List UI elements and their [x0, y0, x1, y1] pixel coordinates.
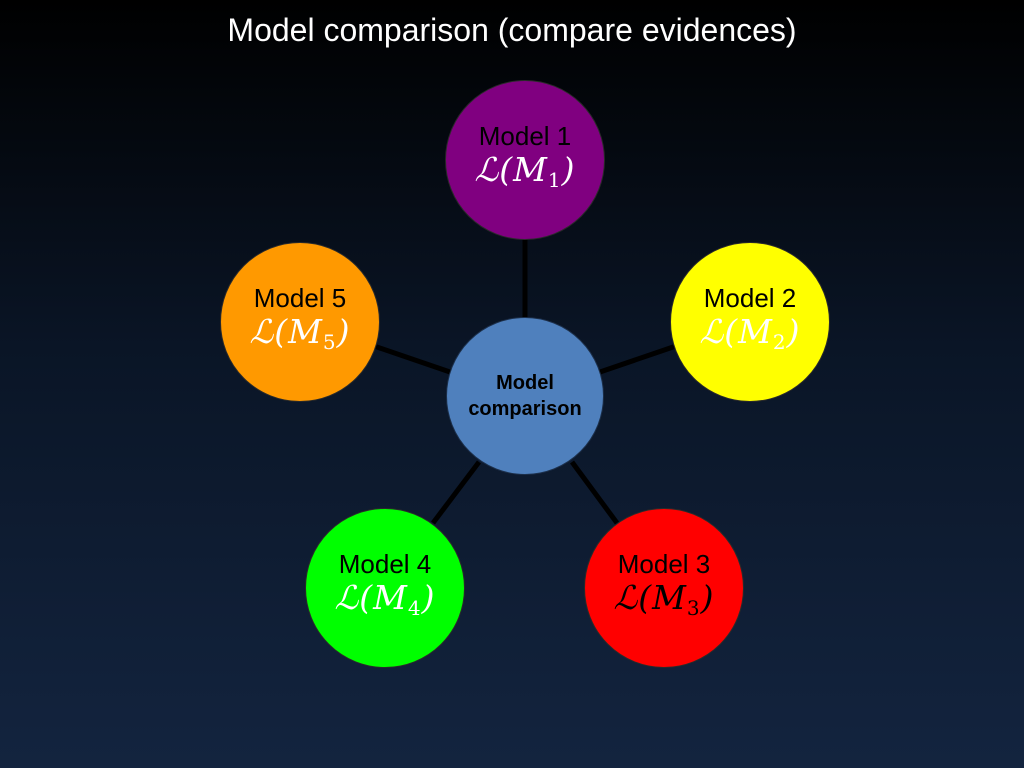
- connector-model-3: [569, 460, 620, 525]
- model-5-evidence: ℒ(M5): [249, 313, 350, 361]
- model-5-formula-index: 5: [322, 330, 337, 354]
- hub-label-line-1: Model: [496, 372, 554, 394]
- model-comparison-hub: Model comparison: [446, 317, 604, 475]
- model-3-formula-index: 3: [686, 596, 701, 620]
- slide-title: Model comparison (compare evidences): [227, 12, 797, 48]
- model-1-label: Model 1: [478, 121, 572, 151]
- model-2-formula-index: 2: [772, 330, 787, 354]
- model-5-formula-prefix: ℒ(M: [249, 312, 323, 351]
- model-5-formula-suffix: ): [336, 312, 351, 351]
- model-4-formula-prefix: ℒ(M: [334, 578, 408, 617]
- model-4-evidence: ℒ(M4): [334, 579, 435, 627]
- model-2-evidence: ℒ(M2): [699, 313, 800, 361]
- model-4-formula-index: 4: [407, 596, 422, 620]
- model-3-formula-prefix: ℒ(M: [613, 578, 687, 617]
- model-1-node: Model 1 ℒ(M1): [445, 80, 605, 240]
- hub-label-line-2: comparison: [468, 398, 582, 420]
- model-2-formula-suffix: ): [786, 312, 801, 351]
- model-5-node: Model 5 ℒ(M5): [220, 242, 380, 402]
- model-1-formula-prefix: ℒ(M: [474, 150, 548, 189]
- model-2-node: Model 2 ℒ(M2): [670, 242, 830, 402]
- model-4-label: Model 4: [338, 549, 432, 579]
- model-1-formula-suffix: ): [561, 150, 576, 189]
- connector-model-4: [431, 460, 481, 525]
- connector-model-5: [373, 343, 451, 375]
- model-1-evidence: ℒ(M1): [474, 151, 575, 199]
- model-2-label: Model 2: [703, 283, 797, 313]
- connector-model-2: [599, 343, 677, 375]
- model-1-formula-index: 1: [547, 168, 562, 192]
- model-4-formula-suffix: ): [421, 578, 436, 617]
- model-2-formula-prefix: ℒ(M: [699, 312, 773, 351]
- model-5-label: Model 5: [253, 283, 347, 313]
- model-4-node: Model 4 ℒ(M4): [305, 508, 465, 668]
- model-3-label: Model 3: [617, 549, 711, 579]
- model-3-node: Model 3 ℒ(M3): [584, 508, 744, 668]
- model-3-evidence: ℒ(M3): [613, 579, 714, 627]
- model-3-formula-suffix: ): [700, 578, 715, 617]
